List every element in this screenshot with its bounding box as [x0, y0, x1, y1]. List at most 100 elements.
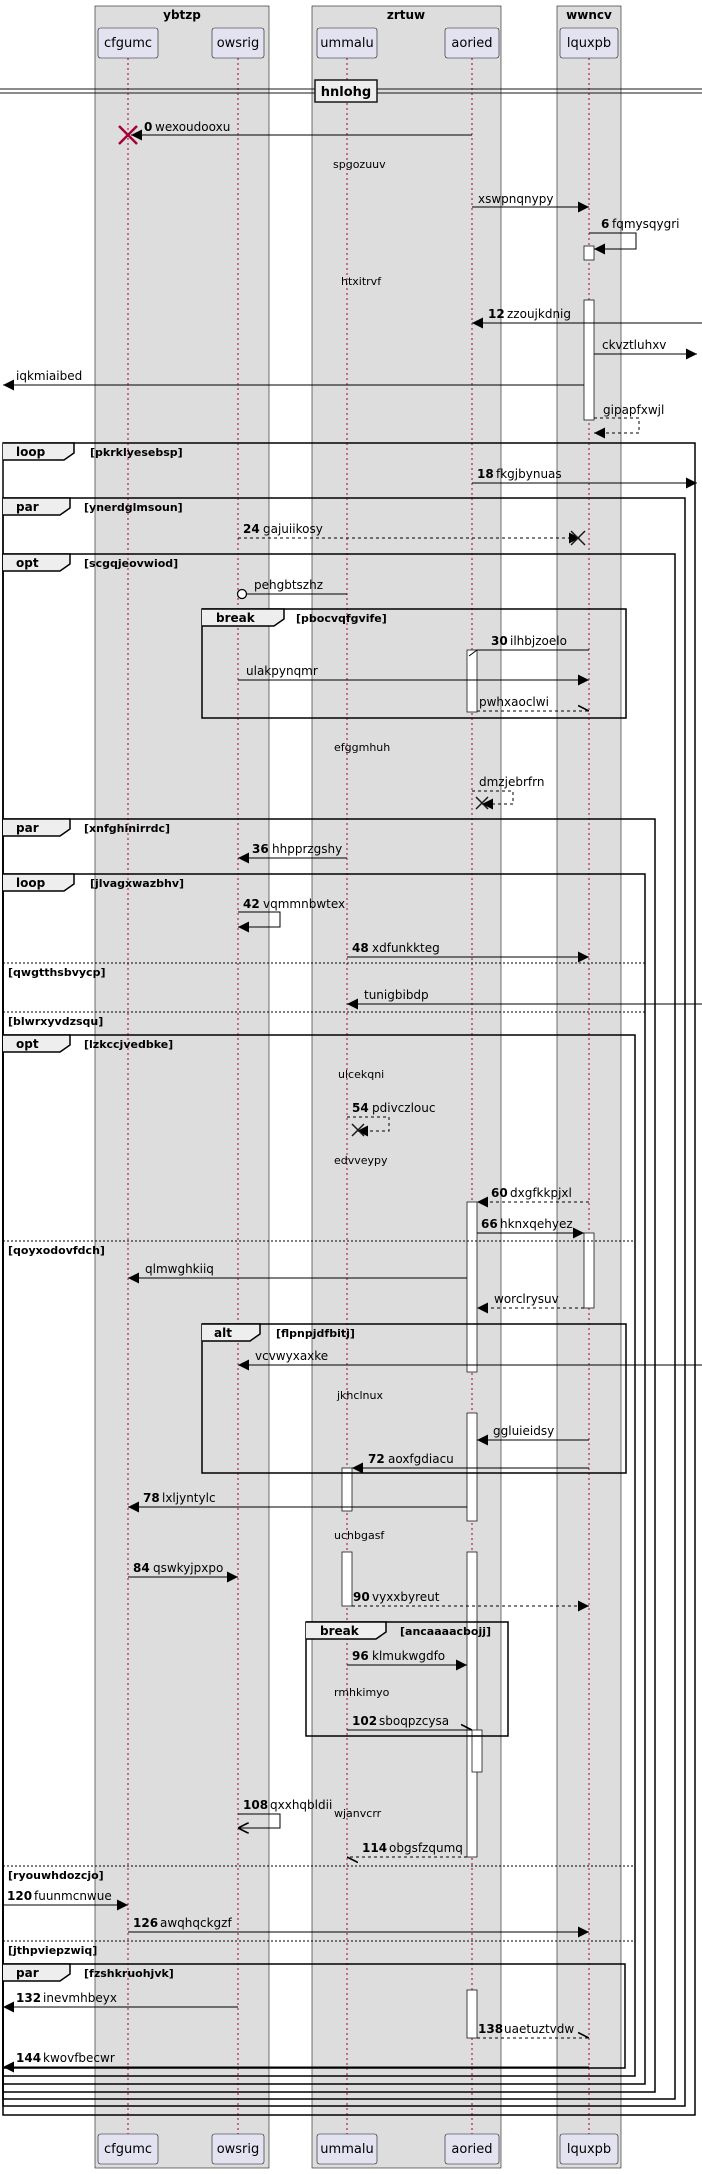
- activation-bar: [341, 1467, 353, 1512]
- activation-bar: [466, 1989, 478, 2039]
- participant-label: lquxpb: [567, 2142, 611, 2157]
- participant-label: cfgumc: [104, 2142, 152, 2157]
- message: worclrysuv: [477, 1292, 584, 1314]
- frame-break: break [pbocvqfgvife]: [201, 608, 627, 719]
- else-label: [qwgtthsbvycp]: [8, 966, 105, 979]
- message: 84 qswkyjpxpo: [128, 1561, 238, 1583]
- messages: 0 wexoudooxu xswpnqnypy 6 fqmysqygri 12 …: [3, 120, 702, 2073]
- message: 102 sboqpzcysa: [347, 1714, 472, 1730]
- frame-keyword: par: [16, 500, 39, 514]
- message: dmzjebrfrn: [472, 775, 544, 810]
- note-text: jkhclnux: [336, 1389, 383, 1402]
- message-num: 102: [352, 1714, 377, 1728]
- participant-heads-top: cfgumc owsrig ummalu aoried lquxpb: [97, 27, 619, 59]
- message: gipapfxwjl: [594, 403, 664, 439]
- message: 60 dxgfkkpjxl: [477, 1186, 589, 1208]
- activation-bar: [583, 245, 595, 261]
- message: 72 aoxfgdiacu: [352, 1452, 589, 1474]
- message-text: uaetuztvdw: [504, 2022, 574, 2036]
- frame-keyword: break: [320, 1624, 360, 1638]
- message: 42 vqmmnbwtex: [238, 897, 345, 933]
- message-num: 90: [353, 1590, 370, 1604]
- message-text: pehgbtszhz: [254, 578, 323, 592]
- message: 120 fuunmcnwue: [3, 1889, 128, 1911]
- message-text: wexoudooxu: [155, 120, 230, 134]
- message-num: 36: [252, 842, 269, 856]
- message: xswpnqnypy: [472, 192, 589, 213]
- destroy-icon: [570, 530, 586, 546]
- message-text: qxxhqbldii: [270, 1798, 332, 1812]
- message-text: hhpprzgshy: [272, 842, 342, 856]
- message-num: 96: [352, 1649, 369, 1663]
- message: 78 lxljyntylc: [128, 1491, 467, 1513]
- message-text: kwovfbecwr: [43, 2051, 115, 2065]
- message-text: fkgjbynuas: [496, 467, 562, 481]
- frame-label: [lzkccjvedbke]: [84, 1038, 173, 1051]
- message-text: awqhqckgzf: [160, 1916, 232, 1930]
- participant-cfgumc: cfgumc: [97, 27, 159, 59]
- message: pwhxaoclwi: [477, 695, 589, 711]
- message: 0 wexoudooxu: [118, 120, 472, 145]
- message-text: pwhxaoclwi: [479, 695, 549, 709]
- frame-alt: alt [flpnpjdfbitj]: [201, 1323, 627, 1474]
- participant-label: cfgumc: [104, 36, 152, 51]
- participant-label: ummalu: [320, 2142, 373, 2157]
- activation-bar: [466, 1551, 478, 1858]
- message-text: ilhbjzoelo: [510, 634, 567, 648]
- activation-bar: [466, 1201, 478, 1373]
- activation-bar: [466, 1412, 478, 1522]
- message-num: 60: [491, 1186, 508, 1200]
- message-text: qlmwghkiiq: [145, 1262, 214, 1276]
- frame-label: [fzshkruohjvk]: [84, 1967, 174, 1980]
- message: 48 xdfunkkteg: [347, 941, 589, 963]
- message: vcvwyxaxke: [238, 1349, 702, 1371]
- message-num: 24: [243, 522, 260, 536]
- frame-keyword: par: [16, 821, 39, 835]
- message-text: worclrysuv: [494, 1292, 559, 1306]
- message-num: 0: [144, 120, 152, 134]
- participant-label: owsrig: [217, 2142, 260, 2157]
- message: 114 obgsfzqumq: [347, 1841, 467, 1857]
- frame-keyword: par: [16, 1966, 39, 1980]
- message-text: tunigbibdp: [364, 988, 429, 1002]
- message: 36 hhpprzgshy: [238, 842, 347, 864]
- message-num: 78: [143, 1491, 160, 1505]
- message: 12 zzoujkdnig: [472, 307, 702, 329]
- message: 126 awqhqckgzf: [128, 1916, 589, 1938]
- message: 96 klmukwgdfo: [347, 1649, 467, 1671]
- frame-keyword: loop: [16, 876, 46, 890]
- box-title: zrtuw: [387, 8, 425, 22]
- notes: spgozuuv htxitrvf efggmhuh ulcekqni edvv…: [333, 158, 390, 1820]
- message-text: obgsfzqumq: [389, 1841, 463, 1855]
- message-num: 126: [133, 1916, 158, 1930]
- frame-opt: opt [scgqjeovwiod]: [2, 553, 676, 2100]
- message: tunigbibdp: [347, 988, 702, 1010]
- note-text: uchbgasf: [334, 1529, 385, 1542]
- message-text: aoxfgdiacu: [388, 1452, 454, 1466]
- message: ggluieidsy: [477, 1424, 589, 1446]
- divider-label: hnlohg: [321, 85, 371, 100]
- message: 30 ilhbjzoelo: [468, 634, 589, 657]
- message-num: 144: [16, 2051, 41, 2065]
- participant-label: aoried: [451, 36, 492, 51]
- participant-cfgumc: cfgumc: [97, 2133, 159, 2165]
- message-text: gajuiikosy: [263, 522, 323, 536]
- message-text: klmukwgdfo: [372, 1649, 445, 1663]
- activation-bar: [471, 1729, 483, 1773]
- message: iqkmiaibed: [3, 369, 584, 391]
- message-text: xswpnqnypy: [478, 192, 553, 206]
- message-num: 114: [362, 1841, 387, 1855]
- message: 54 pdivczlouc: [347, 1101, 435, 1137]
- else-separators: [qwgtthsbvycp] [blwrxyvdzsqu] [qoyxodovf…: [3, 962, 645, 1957]
- message-text: dmzjebrfrn: [479, 775, 544, 789]
- note-text: efggmhuh: [334, 741, 390, 754]
- message-text: zzoujkdnig: [507, 307, 571, 321]
- message-num: 66: [481, 1217, 498, 1231]
- note-text: ulcekqni: [338, 1068, 384, 1081]
- participant-label: ummalu: [320, 36, 373, 51]
- else-label: [blwrxyvdzsqu]: [8, 1015, 103, 1028]
- participant-owsrig: owsrig: [211, 2133, 265, 2165]
- message-text: hknxqehyez: [500, 1217, 573, 1231]
- message: pehgbtszhz: [236, 578, 347, 600]
